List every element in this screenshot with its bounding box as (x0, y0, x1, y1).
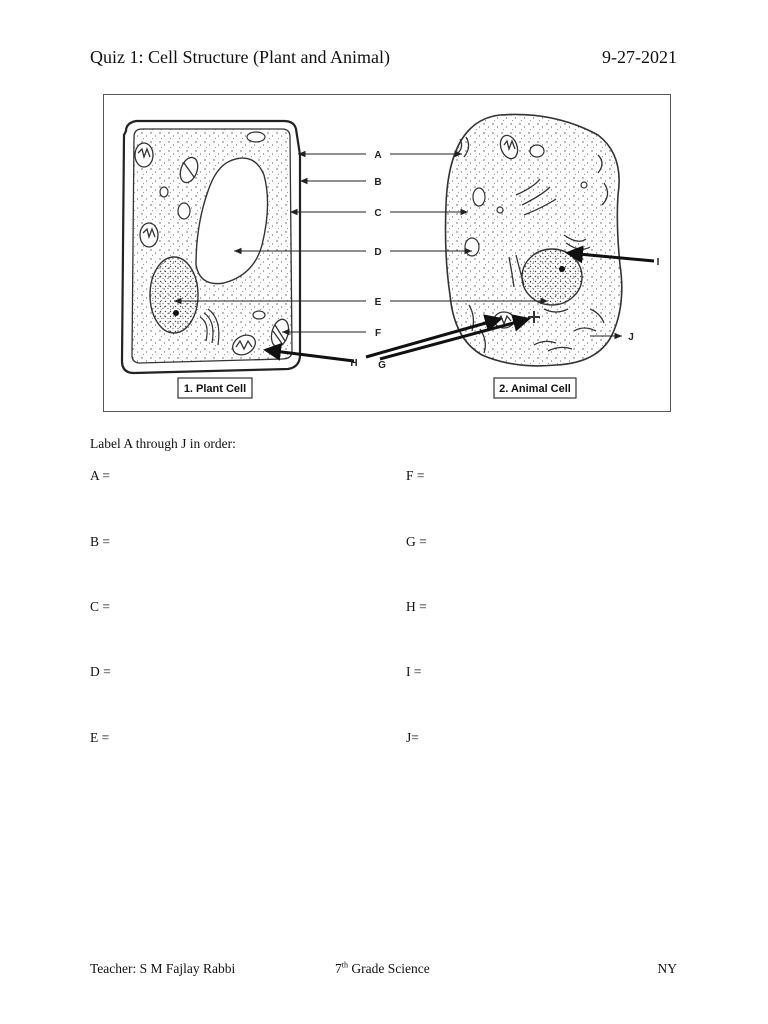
footer-grade-subject: Grade Science (347, 961, 430, 976)
label-h: H (350, 358, 357, 369)
quiz-title: Quiz 1: Cell Structure (Plant and Animal… (90, 47, 390, 67)
page-header: Quiz 1: Cell Structure (Plant and Animal… (90, 47, 677, 71)
label-b: B (374, 177, 381, 188)
answer-label-i: I = (406, 664, 422, 679)
label-i: I (657, 257, 660, 268)
answer-label-f: F = (406, 468, 425, 483)
plant-cell: 1. Plant Cell (120, 119, 302, 399)
footer-teacher: Teacher: S M Fajlay Rabbi (90, 961, 236, 976)
answer-label-b: B = (90, 534, 110, 549)
label-c: C (374, 208, 381, 219)
answer-label-g: G = (406, 534, 427, 549)
label-j: J (628, 332, 634, 343)
answer-label-c: C = (90, 599, 110, 614)
footer-grade-number: 7 (335, 961, 342, 976)
label-f: F (375, 328, 381, 339)
instruction-text: Label A through J in order: (90, 436, 236, 451)
label-e: E (375, 297, 382, 308)
answer-label-a: A = (90, 468, 110, 483)
plant-cell-caption: 1. Plant Cell (184, 383, 246, 395)
animal-cell-caption: 2. Animal Cell (499, 383, 571, 395)
label-g: G (378, 360, 386, 371)
quiz-date: 9-27-2021 (602, 47, 677, 67)
label-d: D (374, 247, 381, 258)
answer-label-h: H = (406, 599, 427, 614)
cell-diagram-svg: 1. Plant Cell (120, 113, 660, 399)
label-a: A (374, 150, 381, 161)
answer-label-j: J= (406, 730, 419, 745)
cell-diagram: 1. Plant Cell (103, 94, 671, 412)
answer-label-e: E = (90, 730, 110, 745)
footer-grade-suffix: th (341, 960, 348, 970)
answer-label-d: D = (90, 664, 111, 679)
footer-grade: 7th Grade Science (335, 961, 430, 977)
footer-state: NY (657, 961, 678, 976)
